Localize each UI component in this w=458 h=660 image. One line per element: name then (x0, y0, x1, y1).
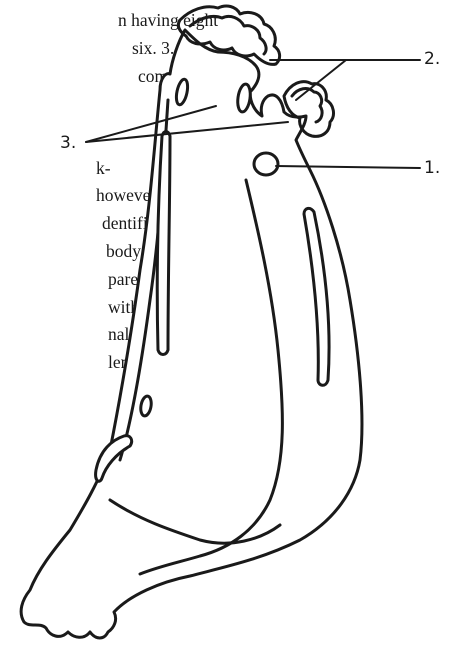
stripe-left-upper (157, 132, 170, 355)
pointer-2-b (296, 60, 346, 100)
body-outline (21, 30, 362, 638)
organ-1-oval (254, 153, 278, 175)
